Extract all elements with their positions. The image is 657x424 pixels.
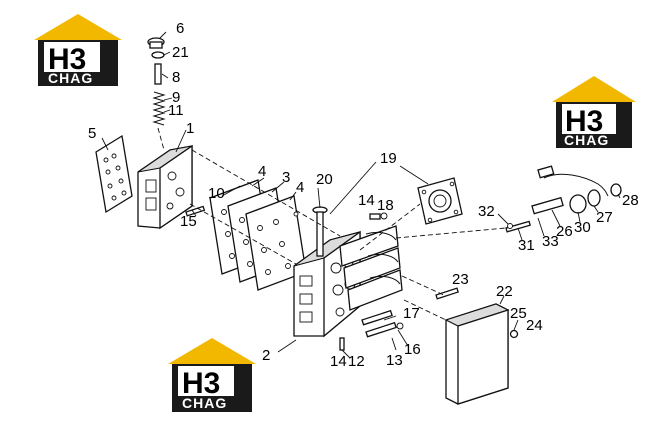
part-1-cover-block — [137, 144, 193, 230]
callout-14-top: 14 — [358, 192, 375, 209]
callout-12: 12 — [348, 353, 365, 370]
watermark-logo-top-left: H3 CHAG — [34, 14, 122, 86]
callout-5: 5 — [88, 125, 96, 142]
part-22-bracket — [444, 303, 510, 405]
callout-4-rear: 4 — [258, 163, 266, 180]
part-18-bolt — [369, 212, 388, 220]
callout-10: 10 — [208, 185, 225, 202]
part-8-pin — [154, 63, 162, 85]
watermark-logo-right: H3 CHAG — [552, 76, 636, 148]
callout-15: 15 — [180, 213, 197, 230]
logo-word: CHAG — [48, 70, 93, 86]
callout-30: 30 — [574, 219, 591, 236]
callout-26: 26 — [556, 223, 573, 240]
part-19-flange — [417, 177, 463, 225]
callout-23: 23 — [452, 271, 469, 288]
callout-14-bottom: 14 — [330, 353, 347, 370]
callout-13: 13 — [386, 352, 403, 369]
logo-word: CHAG — [182, 395, 227, 411]
part-27-28-connector — [537, 165, 622, 197]
logo-letters: H3 — [182, 367, 220, 400]
part-26-30-solenoid — [531, 189, 601, 215]
callout-24: 24 — [526, 317, 543, 334]
part-16-screw — [365, 321, 404, 338]
callout-11: 11 — [168, 102, 184, 119]
callout-33: 33 — [542, 233, 559, 250]
callout-16: 16 — [404, 341, 421, 358]
callout-3: 3 — [282, 169, 290, 186]
leader-lines — [101, 31, 621, 359]
watermark-logo-bottom: H3 CHAG — [168, 338, 256, 412]
solenoid-cylinders — [339, 225, 403, 311]
callout-27: 27 — [596, 209, 613, 226]
callout-17: 17 — [403, 305, 420, 322]
part-17-screw — [361, 309, 393, 326]
logo-roof — [34, 14, 122, 40]
part-31-32-33-pin — [505, 220, 531, 233]
part-6-cap — [147, 37, 165, 49]
callout-20: 20 — [316, 171, 333, 188]
callout-32: 32 — [478, 203, 495, 220]
part-23-pin — [435, 287, 459, 300]
callout-6: 6 — [176, 20, 184, 37]
callout-28: 28 — [622, 192, 639, 209]
part-4-plate-front — [245, 195, 307, 291]
callout-25: 25 — [510, 305, 527, 322]
part-15-screw — [185, 205, 206, 217]
logo-roof — [552, 76, 636, 102]
part-5-gasket — [95, 134, 133, 214]
part-21-washer — [151, 51, 165, 59]
callout-1: 1 — [186, 120, 194, 137]
callout-21: 21 — [172, 44, 189, 61]
logo-word: CHAG — [564, 132, 609, 148]
callout-9: 9 — [172, 89, 180, 106]
callout-8: 8 — [172, 69, 180, 86]
callout-18: 18 — [377, 197, 394, 214]
part-24-25-bolt — [509, 329, 519, 339]
part-12-screw — [339, 337, 345, 351]
part-20-long-bolt — [312, 206, 328, 257]
logo-letters: H3 — [48, 43, 86, 76]
callout-4-front: 4 — [296, 179, 304, 196]
logo-letters: H3 — [565, 105, 603, 138]
callout-22: 22 — [496, 283, 513, 300]
callout-2: 2 — [262, 347, 270, 364]
callout-31: 31 — [518, 237, 535, 254]
part-9-11-spring — [152, 91, 166, 126]
callout-19: 19 — [380, 150, 397, 167]
logo-roof — [168, 338, 256, 364]
